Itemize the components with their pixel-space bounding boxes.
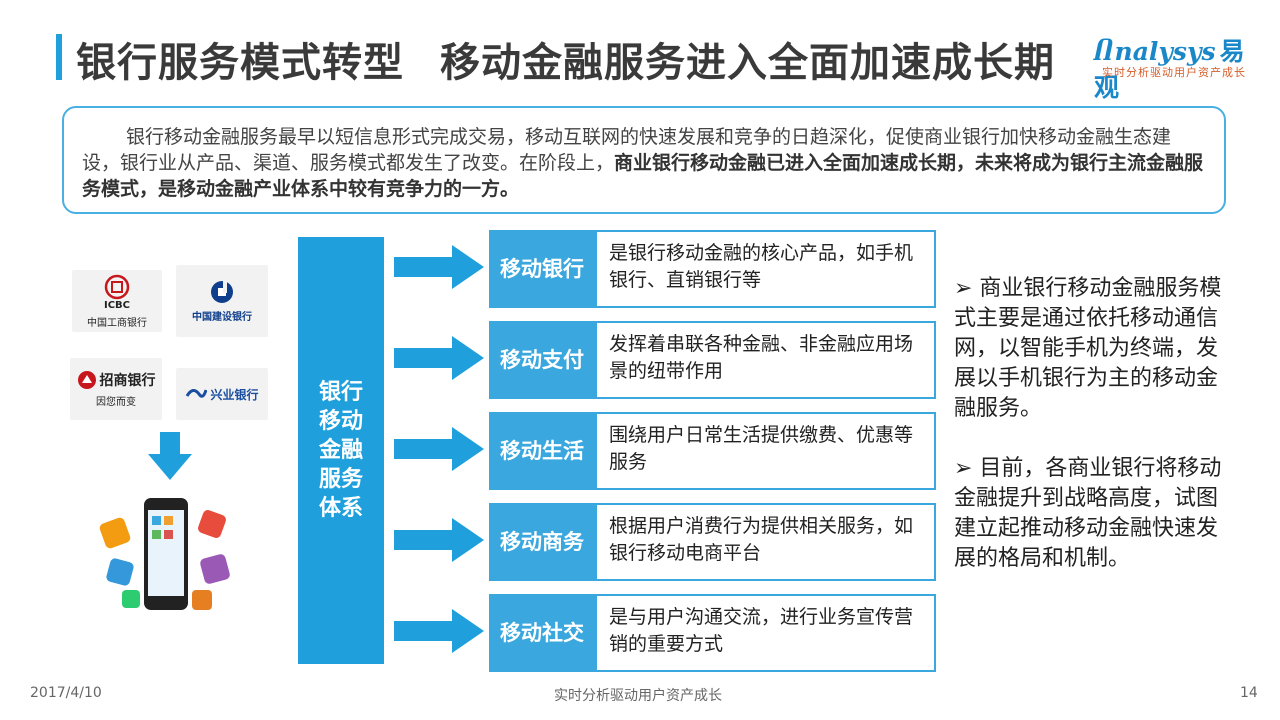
title-part-2: 移动金融服务进入全面加速成长期	[440, 40, 1055, 86]
right-arrow-icon	[394, 245, 484, 289]
down-arrow-icon	[148, 432, 192, 480]
logo-a-mark: Ⴖ	[1094, 37, 1115, 66]
page-title: 银行服务模式转型移动金融服务进入全面加速成长期	[76, 30, 1055, 88]
service-tag: 移动生活	[489, 412, 595, 490]
logo-wordmark: nalysys	[1114, 37, 1216, 66]
service-desc: 是银行移动金融的核心产品，如手机银行、直销银行等	[595, 230, 936, 308]
service-desc: 发挥着串联各种金融、非金融应用场景的纽带作用	[595, 321, 936, 399]
ccb-logo: 中国建设银行	[176, 265, 268, 337]
note-1: ➢ 商业银行移动金融服务模式主要是通过依托移动通信网，以智能手机为终端，发展以手…	[954, 276, 1222, 421]
summary-box: 银行移动金融服务最早以短信息形式完成交易，移动互联网的快速发展和竞争的日趋深化，…	[62, 106, 1226, 214]
service-desc: 根据用户消费行为提供相关服务，如银行移动电商平台	[595, 503, 936, 581]
cmb-title: 招商银行	[99, 373, 156, 389]
logo-tagline: 实时分析驱动用户资产成长	[1102, 66, 1246, 79]
cmb-icon	[77, 371, 96, 389]
service-tag: 移动支付	[489, 321, 595, 399]
service-row-mobile-banking: 移动银行 是银行移动金融的核心产品，如手机银行、直销银行等	[489, 230, 936, 308]
service-row-mobile-payment: 移动支付 发挥着串联各种金融、非金融应用场景的纽带作用	[489, 321, 936, 399]
footer-date: 2017/4/10	[30, 685, 102, 701]
service-desc: 围绕用户日常生活提供缴费、优惠等服务	[595, 412, 936, 490]
footer-slogan: 实时分析驱动用户资产成长	[554, 688, 722, 704]
service-tag: 移动银行	[489, 230, 595, 308]
cmb-logo: 招商银行 因您而变	[70, 358, 162, 420]
page-number: 14	[1240, 685, 1258, 701]
service-desc: 是与用户沟通交流，进行业务宣传营销的重要方式	[595, 594, 936, 672]
service-tag: 移动社交	[489, 594, 595, 672]
icbc-logo: ICBC 中国工商银行	[72, 270, 162, 332]
right-arrow-icon	[394, 609, 484, 653]
icbc-name: 中国工商银行	[87, 317, 147, 329]
cib-icon	[186, 389, 208, 398]
title-part-1: 银行服务模式转型	[76, 40, 404, 86]
service-row-mobile-social: 移动社交 是与用户沟通交流，进行业务宣传营销的重要方式	[489, 594, 936, 672]
cib-logo: 兴业银行	[176, 368, 268, 420]
service-tag: 移动商务	[489, 503, 595, 581]
system-label: 银行移动金融服务体系	[318, 380, 363, 521]
cib-title: 兴业银行	[210, 387, 259, 402]
service-row-mobile-commerce: 移动商务 根据用户消费行为提供相关服务，如银行移动电商平台	[489, 503, 936, 581]
note-2: ➢ 目前，各商业银行将移动金融提升到战略高度，试图建立起推动移动金融快速发展的格…	[954, 456, 1222, 571]
summary-bold: 商业银行移动金融已进入全面加速成长期，未来将成为银行主流金融服务模式，是移动金融…	[82, 152, 1204, 200]
service-row-mobile-life: 移动生活 围绕用户日常生活提供缴费、优惠等服务	[489, 412, 936, 490]
right-notes: ➢ 商业银行移动金融服务模式主要是通过依托移动通信网，以智能手机为终端，发展以手…	[954, 274, 1226, 604]
icbc-abbr: ICBC	[103, 299, 131, 311]
ccb-name: 中国建设银行	[192, 312, 252, 323]
ccb-icon	[211, 281, 233, 303]
right-arrow-icon	[394, 518, 484, 562]
system-box: 银行移动金融服务体系	[298, 237, 384, 664]
logo-cn: 易观	[1094, 37, 1245, 102]
cmb-slogan: 因您而变	[96, 397, 136, 408]
icbc-icon	[104, 274, 130, 299]
summary-text: 银行移动金融服务最早以短信息形式完成交易，移动互联网的快速发展和竞争的日趋深化，…	[82, 126, 1172, 174]
right-arrow-icon	[394, 427, 484, 471]
right-arrow-icon	[394, 336, 484, 380]
smartphone-apps-icon	[99, 498, 230, 610]
title-accent-bar	[56, 34, 62, 80]
